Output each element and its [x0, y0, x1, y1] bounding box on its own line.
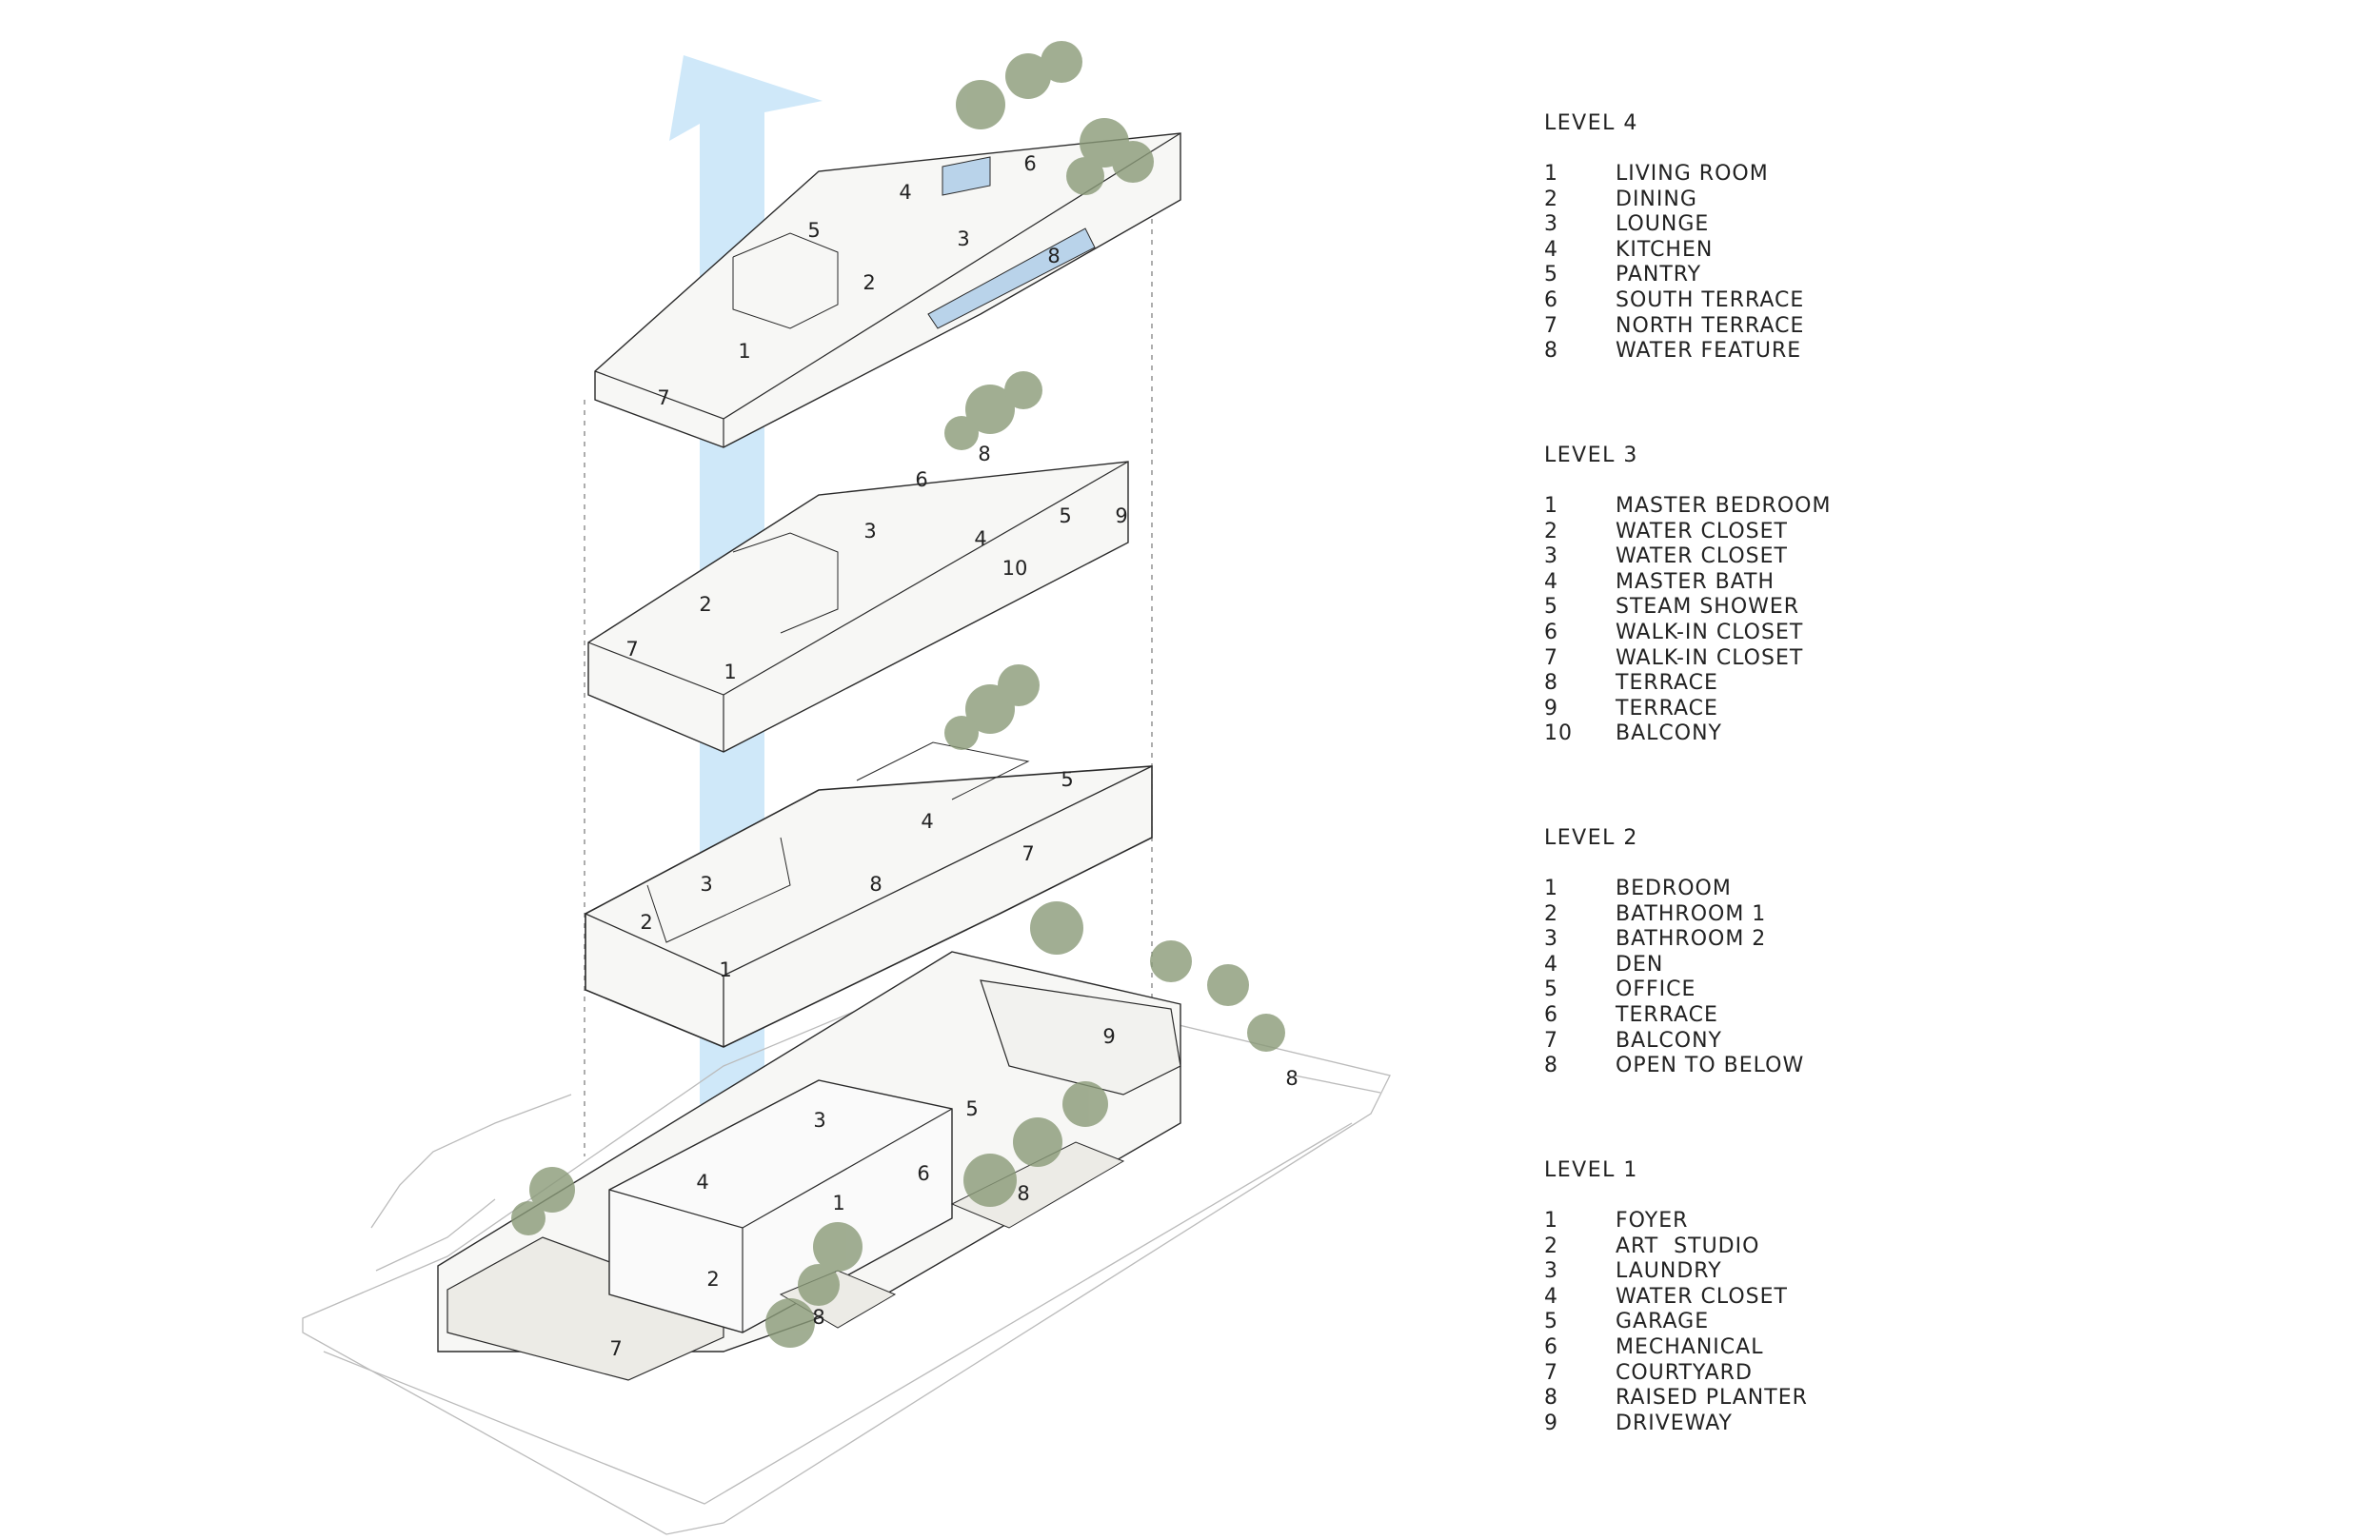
l3-label-2: 2	[699, 593, 711, 616]
level-4-floor-plan	[594, 41, 1181, 448]
level-2-floor-plan	[585, 664, 1153, 1048]
level-2-room-labels: 1 2 3 4 5 7 8	[640, 768, 1073, 981]
l3-label-1: 1	[724, 661, 736, 683]
l1-label-2: 2	[706, 1268, 719, 1291]
l1-label-7: 7	[609, 1337, 622, 1360]
l1-label-8c: 8	[1285, 1067, 1298, 1090]
l2-label-3: 3	[700, 873, 712, 896]
l3-label-10: 10	[1002, 557, 1028, 580]
l3-label-6: 6	[915, 468, 927, 491]
legend-level-title: LEVEL 2	[1544, 826, 1638, 850]
l4-label-5: 5	[807, 219, 820, 242]
l1-label-8a: 8	[812, 1306, 824, 1329]
l4-label-6: 6	[1023, 152, 1036, 175]
l1-label-3: 3	[813, 1109, 825, 1132]
level-4-room-labels: 1 2 3 4 5 6 7 8	[657, 152, 1060, 409]
l2-label-7: 7	[1021, 842, 1034, 865]
l2-label-1: 1	[719, 958, 731, 981]
l3-label-4: 4	[974, 527, 986, 550]
l3-label-9: 9	[1115, 504, 1127, 527]
level-1-room-labels: 1 2 3 4 5 6 7 8 8 9 8	[609, 1025, 1298, 1360]
l1-label-8b: 8	[1017, 1182, 1029, 1205]
l4-label-7: 7	[657, 386, 669, 409]
legend-level-title: LEVEL 3	[1544, 444, 1638, 467]
l2-label-4: 4	[921, 810, 933, 833]
l3-label-7: 7	[625, 638, 638, 661]
l3-label-8: 8	[978, 443, 990, 465]
l4-label-8: 8	[1047, 245, 1060, 267]
l2-label-5: 5	[1061, 768, 1073, 791]
level-3-room-labels: 1 2 3 4 5 6 7 8 9 10	[625, 443, 1127, 683]
legend-level-title: LEVEL 4	[1544, 111, 1638, 135]
exploded-axonometric-diagram: 1 2 3 4 5 6 7 8 1 2 3 4 5 6 7 8 9 10 1 2…	[302, 41, 1391, 1535]
l4-label-1: 1	[738, 340, 750, 363]
level-1-floor-plan	[437, 901, 1285, 1381]
l2-label-2: 2	[640, 911, 652, 934]
l4-label-4: 4	[899, 181, 911, 204]
l2-label-8: 8	[869, 873, 882, 896]
site-ground-plane	[302, 970, 1391, 1535]
l1-label-5: 5	[965, 1097, 978, 1120]
level-3-floor-plan	[587, 371, 1129, 753]
l1-label-6: 6	[917, 1162, 929, 1185]
projection-lines	[584, 219, 1153, 1156]
l1-label-1: 1	[832, 1192, 844, 1214]
l4-label-2: 2	[863, 271, 875, 294]
l3-label-5: 5	[1059, 504, 1071, 527]
l1-label-4: 4	[696, 1171, 708, 1194]
legend-level-title: LEVEL 1	[1544, 1158, 1638, 1182]
l4-label-3: 3	[957, 227, 969, 250]
l1-label-9: 9	[1102, 1025, 1115, 1048]
l3-label-3: 3	[863, 520, 876, 543]
